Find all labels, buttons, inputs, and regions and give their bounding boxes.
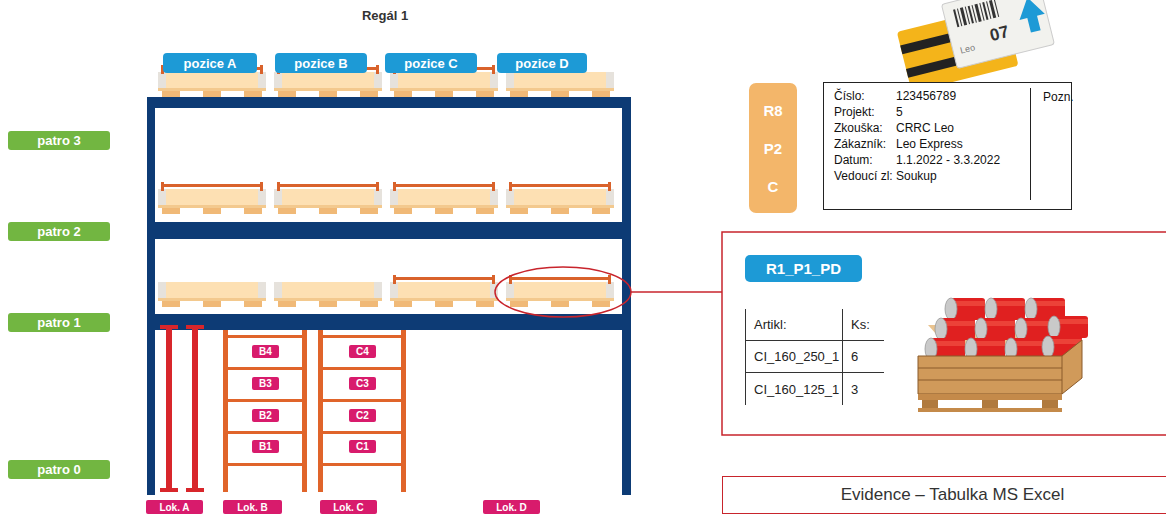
box-text: R8: [763, 102, 782, 119]
box-text: pozice A: [184, 56, 237, 71]
box-text: 5: [896, 105, 1030, 119]
box-text: Ks:: [843, 309, 884, 341]
article-table: Artikl:Ks:CI_160_250_16CI_160_125_13: [745, 309, 884, 405]
box-text: patro 2: [37, 224, 80, 239]
box-text: C: [768, 178, 779, 195]
box-text: 1.1.2022 - 3.3.2022: [896, 153, 1030, 167]
location-label: Lok. D: [483, 500, 540, 514]
slot-label: B1: [252, 440, 279, 453]
level-label: patro 1: [8, 313, 110, 332]
box-text: Projekt:: [834, 105, 896, 119]
box-text: B4: [259, 346, 272, 357]
box-text: Číslo:: [834, 89, 896, 103]
box-text: Leo Express: [896, 137, 1030, 151]
box-text: pozice C: [404, 56, 457, 71]
box-text: 6: [843, 341, 884, 373]
box-text: Lok. C: [333, 502, 364, 513]
level-label: patro 2: [8, 222, 110, 241]
box-text: Soukup: [896, 169, 1030, 183]
slot-label: B3: [252, 377, 279, 390]
location-tag: R8P2C: [749, 83, 797, 213]
box-text: Lok. D: [496, 502, 527, 513]
box-text: Pozn.: [1030, 88, 1074, 200]
position-label: pozice A: [163, 53, 257, 73]
box-text: patro 0: [37, 462, 80, 477]
box-text: C2: [356, 410, 369, 421]
slot-label: C1: [349, 440, 376, 453]
box-text: P2: [764, 140, 782, 157]
box-text: C1: [356, 441, 369, 452]
box-text: CI_160_125_1: [746, 373, 843, 405]
box-text: 3: [843, 373, 884, 405]
slot-label: C4: [349, 345, 376, 358]
box-text: Zákazník:: [834, 137, 896, 151]
box-text: Datum:: [834, 153, 896, 167]
box-text: pozice D: [515, 56, 568, 71]
location-label: Lok. A: [146, 500, 203, 514]
position-label: pozice B: [275, 53, 367, 73]
box-text: B2: [259, 410, 272, 421]
evidence-box: Evidence – Tabulka MS Excel: [722, 476, 1166, 514]
position-label: pozice D: [497, 53, 587, 73]
slot-label: C2: [349, 409, 376, 422]
box-text: patro 3: [37, 133, 80, 148]
box-text: Vedoucí zl:: [834, 169, 896, 183]
slot-label: C3: [349, 377, 376, 390]
box-text: Zkouška:: [834, 121, 896, 135]
box-text: Artikl:: [746, 309, 843, 341]
box-text: patro 1: [37, 315, 80, 330]
location-code: R1_P1_PD: [745, 255, 862, 282]
box-text: Evidence – Tabulka MS Excel: [841, 485, 1065, 505]
slot-label: B4: [252, 345, 279, 358]
box-text: CRRC Leo: [896, 121, 1030, 135]
location-label: Lok. C: [320, 500, 377, 514]
level-label: patro 0: [8, 460, 110, 479]
box-text: Lok. B: [237, 502, 268, 513]
slot-label: B2: [252, 409, 279, 422]
box-text: 123456789: [896, 89, 1030, 103]
box-text: C3: [356, 378, 369, 389]
box-text: B1: [259, 441, 272, 452]
position-label: pozice C: [385, 53, 477, 73]
box-text: C4: [356, 346, 369, 357]
box-text: pozice B: [294, 56, 347, 71]
box-text: Lok. A: [159, 502, 189, 513]
info-table: Číslo:123456789Projekt:5Zkouška:CRRC Leo…: [823, 82, 1072, 210]
rack-title: Regál 1: [362, 8, 408, 23]
box-text: B3: [259, 378, 272, 389]
location-label: Lok. B: [223, 500, 282, 514]
box-text: CI_160_250_1: [746, 341, 843, 373]
box-text: R1_P1_PD: [766, 260, 841, 277]
level-label: patro 3: [8, 131, 110, 150]
